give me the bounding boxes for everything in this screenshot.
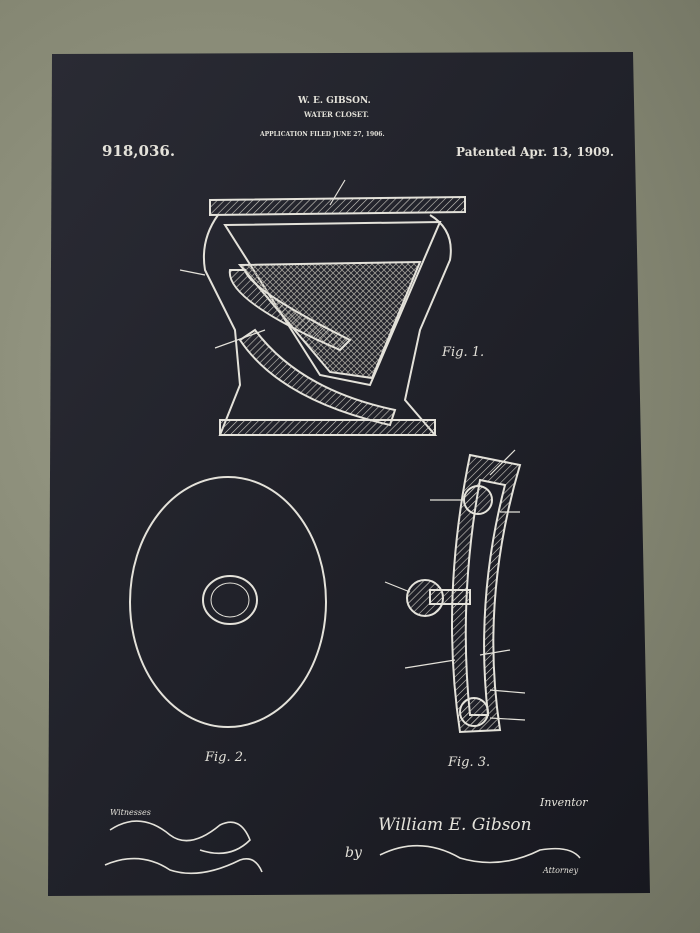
inventor-signature-flourish bbox=[379, 844, 581, 864]
patent-title: WATER CLOSET. bbox=[304, 110, 369, 119]
fig2-label: Fig. 2. bbox=[205, 750, 248, 765]
patent-number: 918,036. bbox=[102, 142, 176, 160]
inventor-name-signature: William E. Gibson bbox=[378, 815, 532, 835]
attorney-label: Attorney bbox=[543, 866, 579, 875]
fig2-disk-drawing bbox=[129, 476, 327, 728]
fig3-section-drawing bbox=[384, 449, 526, 734]
inventor-label: Inventor bbox=[540, 796, 588, 809]
board-surface bbox=[48, 52, 650, 896]
fig1-toilet-drawing bbox=[179, 179, 466, 436]
witness-signatures bbox=[104, 820, 263, 875]
witnesses-label: Witnesses bbox=[110, 808, 151, 817]
patented-date: Patented Apr. 13, 1909. bbox=[456, 145, 615, 159]
inventor-header: W. E. GIBSON. bbox=[298, 96, 371, 106]
by-label: by bbox=[345, 845, 362, 861]
fig1-label: Fig. 1. bbox=[442, 345, 485, 360]
application-date: APPLICATION FILED JUNE 27, 1906. bbox=[260, 131, 385, 138]
fig3-label: Fig. 3. bbox=[448, 755, 491, 770]
